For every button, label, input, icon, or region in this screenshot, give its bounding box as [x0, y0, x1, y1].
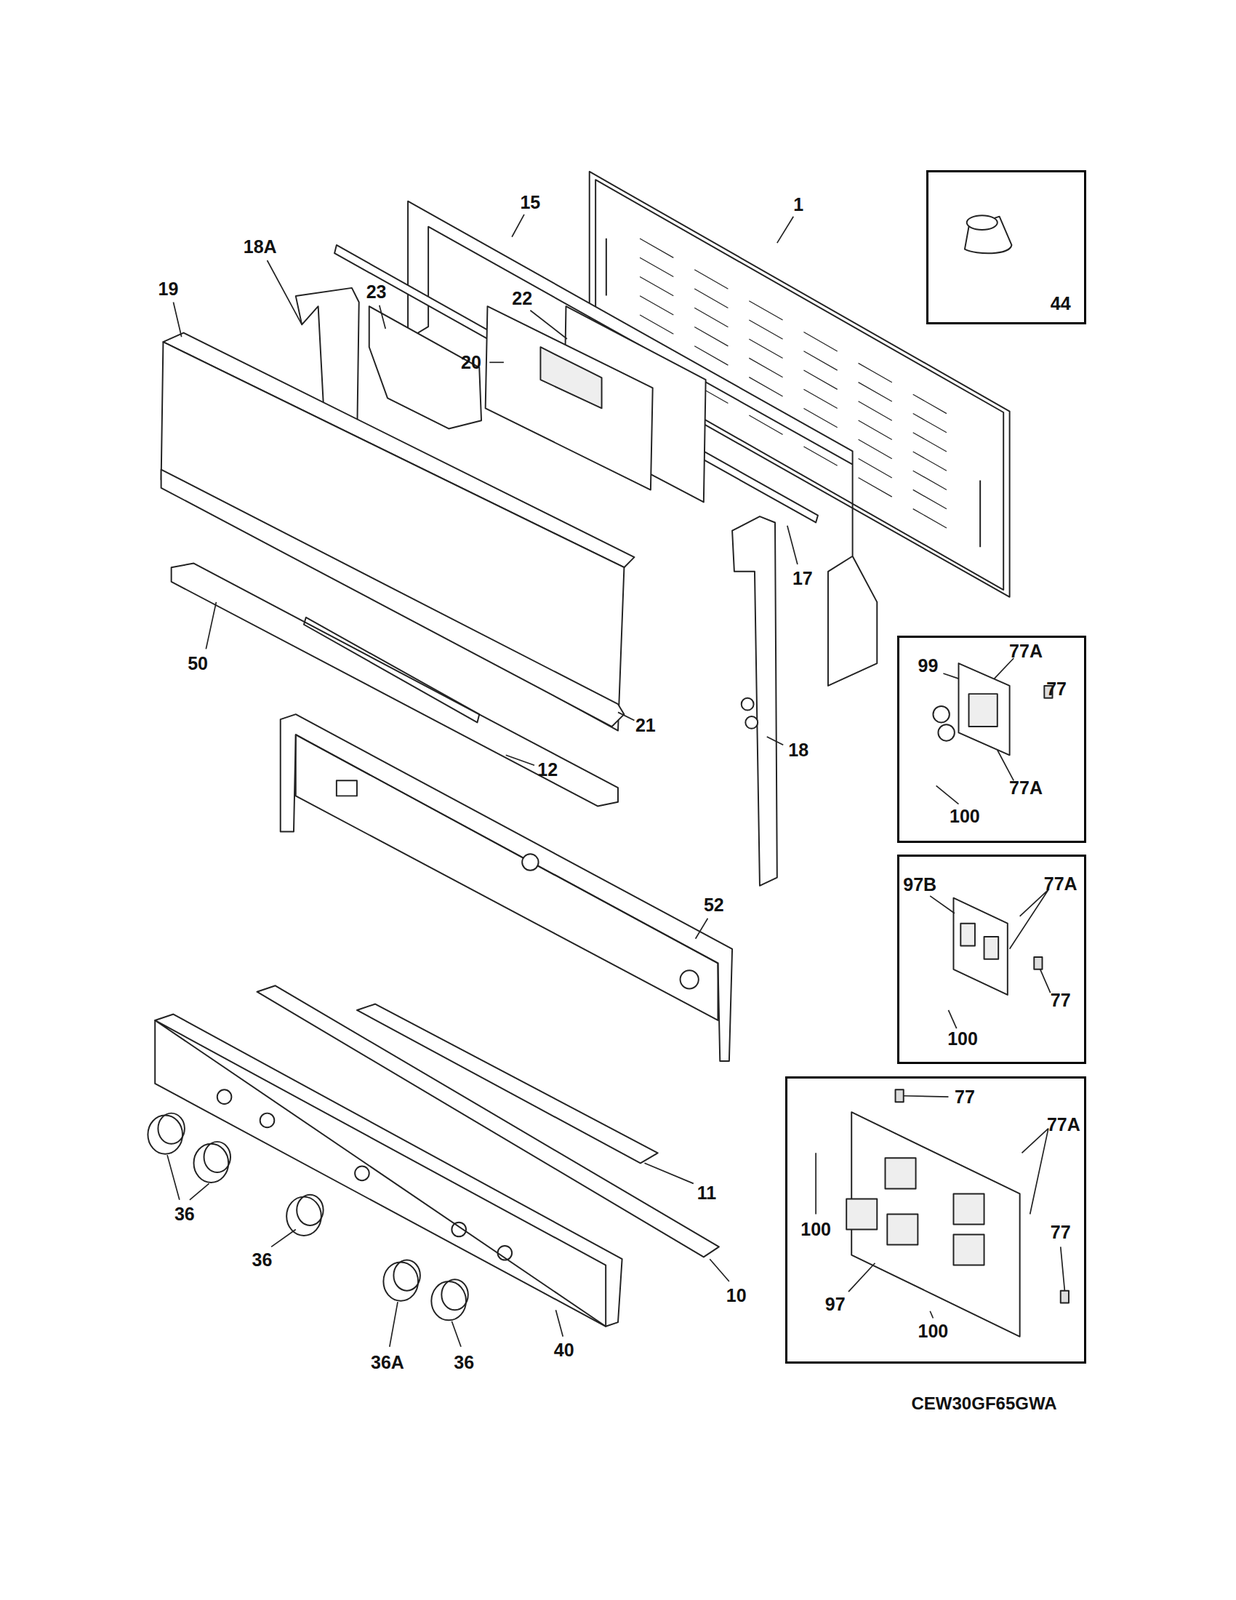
callout-number: 52 [703, 895, 725, 914]
callout-number: 77 [1046, 679, 1067, 698]
callout-number: 19 [158, 279, 179, 298]
board [953, 897, 1007, 995]
manifold-panel [280, 713, 733, 1061]
callout-number: 77A [1009, 777, 1043, 797]
callout-number: 44 [1050, 293, 1071, 312]
board [958, 663, 1010, 755]
knob-bar [154, 1014, 622, 1327]
callout-number: 36 [252, 1250, 273, 1269]
circuit-board [485, 306, 653, 490]
callout-number: 40 [554, 1339, 575, 1359]
callout-number: 97B [903, 875, 937, 894]
callout-number: 100 [800, 1220, 832, 1239]
callout-number: 36A [370, 1352, 405, 1371]
callout-number: 36 [174, 1204, 195, 1223]
callout-number: 77 [1050, 1222, 1071, 1242]
callout-number: 99 [917, 655, 938, 674]
callout-number: 100 [949, 807, 981, 826]
callout-number: 100 [918, 1321, 949, 1340]
callout-number: 12 [537, 759, 558, 778]
callout-number: 77 [954, 1086, 975, 1106]
callout-number: 1 [793, 194, 804, 214]
knob [147, 1113, 468, 1321]
callout-number: 23 [366, 282, 387, 302]
side-bracket [732, 516, 778, 886]
callout-number: 15 [519, 192, 541, 211]
callout-number: 10 [726, 1286, 747, 1305]
callout-number: 17 [792, 569, 813, 588]
inset-box: 97B 77A 77 100 [897, 854, 1086, 1064]
callout-number: 20 [460, 352, 482, 371]
callout-number: 77A [1044, 873, 1078, 893]
callout-number: 22 [511, 288, 533, 307]
inset-box: 77 77A 100 77 97 100 [785, 1076, 1087, 1364]
callout-number: 77A [1046, 1114, 1081, 1133]
callout-number: 77 [1050, 990, 1071, 1009]
callout-number: 97 [825, 1294, 846, 1313]
inset-box: 9977A7777A100 [897, 635, 1086, 843]
callout-number: 50 [187, 653, 208, 672]
callout-number: 36 [453, 1352, 475, 1371]
callout-number: 11 [697, 1182, 717, 1202]
bracket [369, 306, 482, 429]
callout-number: 21 [635, 716, 656, 735]
inset-box: 44 [926, 170, 1087, 325]
callout-number: 77A [1009, 641, 1043, 660]
callout-number: 18 [788, 740, 809, 759]
model-number: CEW30GF65GWA [911, 1394, 1058, 1412]
callout-number: 18A [243, 237, 278, 256]
leader-lines [167, 214, 1065, 1347]
callout-number: 100 [947, 1028, 978, 1047]
